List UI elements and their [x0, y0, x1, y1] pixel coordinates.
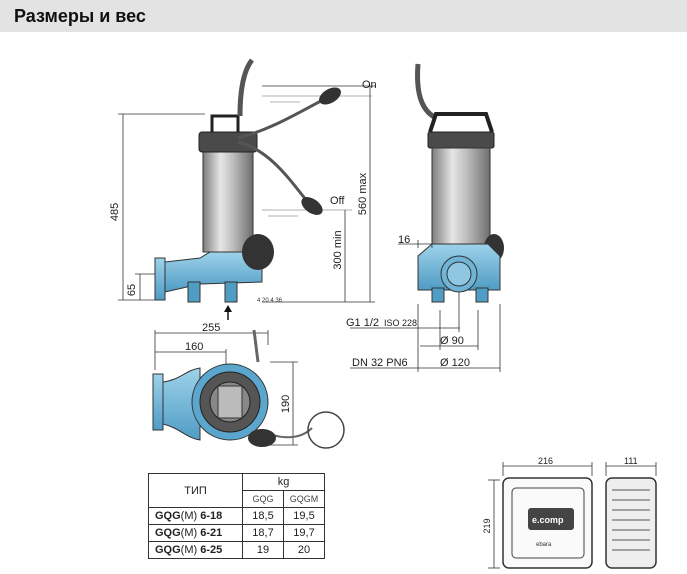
dim-219: 219: [482, 518, 492, 533]
front-motor-body: [431, 147, 491, 245]
side-view: 485 65 On Off 560 max 300 min 4 20 4 36: [109, 58, 377, 320]
section-title-bar: Размеры и вес: [0, 0, 687, 32]
section-title: Размеры и вес: [14, 6, 146, 26]
drawing-code: 4 20 4 36: [257, 298, 283, 304]
table-row: GQG(M) 6-18 18,5 19,5: [148, 507, 325, 525]
dim-255: 255: [202, 322, 220, 334]
front-view: 16 G1 1/2 ISO 228 Ø 90 DN 32 PN6 Ø 120: [346, 63, 504, 372]
side-power-cable: [237, 58, 255, 117]
dim-16: 16: [398, 234, 410, 246]
weight-table: ТИП kg GQG GQGM GQG(M) 6-18 18,5 19,5 GQ…: [148, 473, 325, 559]
control-box-subbrand: ebara: [536, 542, 552, 548]
table-header-unit: kg: [242, 473, 325, 491]
control-box-side: [605, 477, 657, 569]
front-power-cable: [415, 63, 438, 121]
table-row: GQG(M) 6-25 19 20: [148, 541, 325, 559]
side-float-ball: [242, 234, 274, 270]
float-switch-off: [301, 197, 323, 215]
top-cable: [252, 329, 260, 363]
dim-diameter-90: Ø 90: [440, 335, 464, 347]
float-switch-on: [319, 87, 341, 105]
dim-485: 485: [109, 203, 121, 221]
table-header-col2: GQGM: [283, 490, 325, 508]
label-on: On: [362, 79, 377, 91]
dim-diameter-120: Ø 120: [440, 357, 470, 369]
label-iso: ISO 228: [384, 318, 417, 328]
control-box-brand: e.comp: [532, 515, 564, 525]
front-handle: [428, 112, 494, 133]
dim-190: 190: [280, 395, 292, 413]
dim-216: 216: [538, 456, 553, 466]
water-level-lines: [262, 95, 372, 217]
dim-160: 160: [185, 341, 203, 353]
dim-111: 111: [624, 456, 638, 466]
top-flange: [152, 373, 164, 431]
top-float: [248, 429, 276, 447]
control-box-drawing: 216 111 219 e.comp ebara: [482, 456, 657, 569]
dim-65: 65: [126, 284, 138, 296]
label-g-thread: G1 1/2: [346, 317, 379, 329]
dim-300-min: 300 min: [332, 230, 344, 269]
table-row: GQG(M) 6-21 18,7 19,7: [148, 524, 325, 542]
table-header-col1: GQG: [242, 490, 284, 508]
table-header-type: ТИП: [148, 473, 243, 508]
side-motor-body: [202, 149, 254, 253]
top-view: 255 160 190: [152, 322, 345, 449]
label-dn-pn: DN 32 PN6: [352, 357, 408, 369]
label-off: Off: [330, 195, 345, 207]
dim-560-max: 560 max: [357, 172, 369, 215]
side-flange: [154, 257, 166, 301]
